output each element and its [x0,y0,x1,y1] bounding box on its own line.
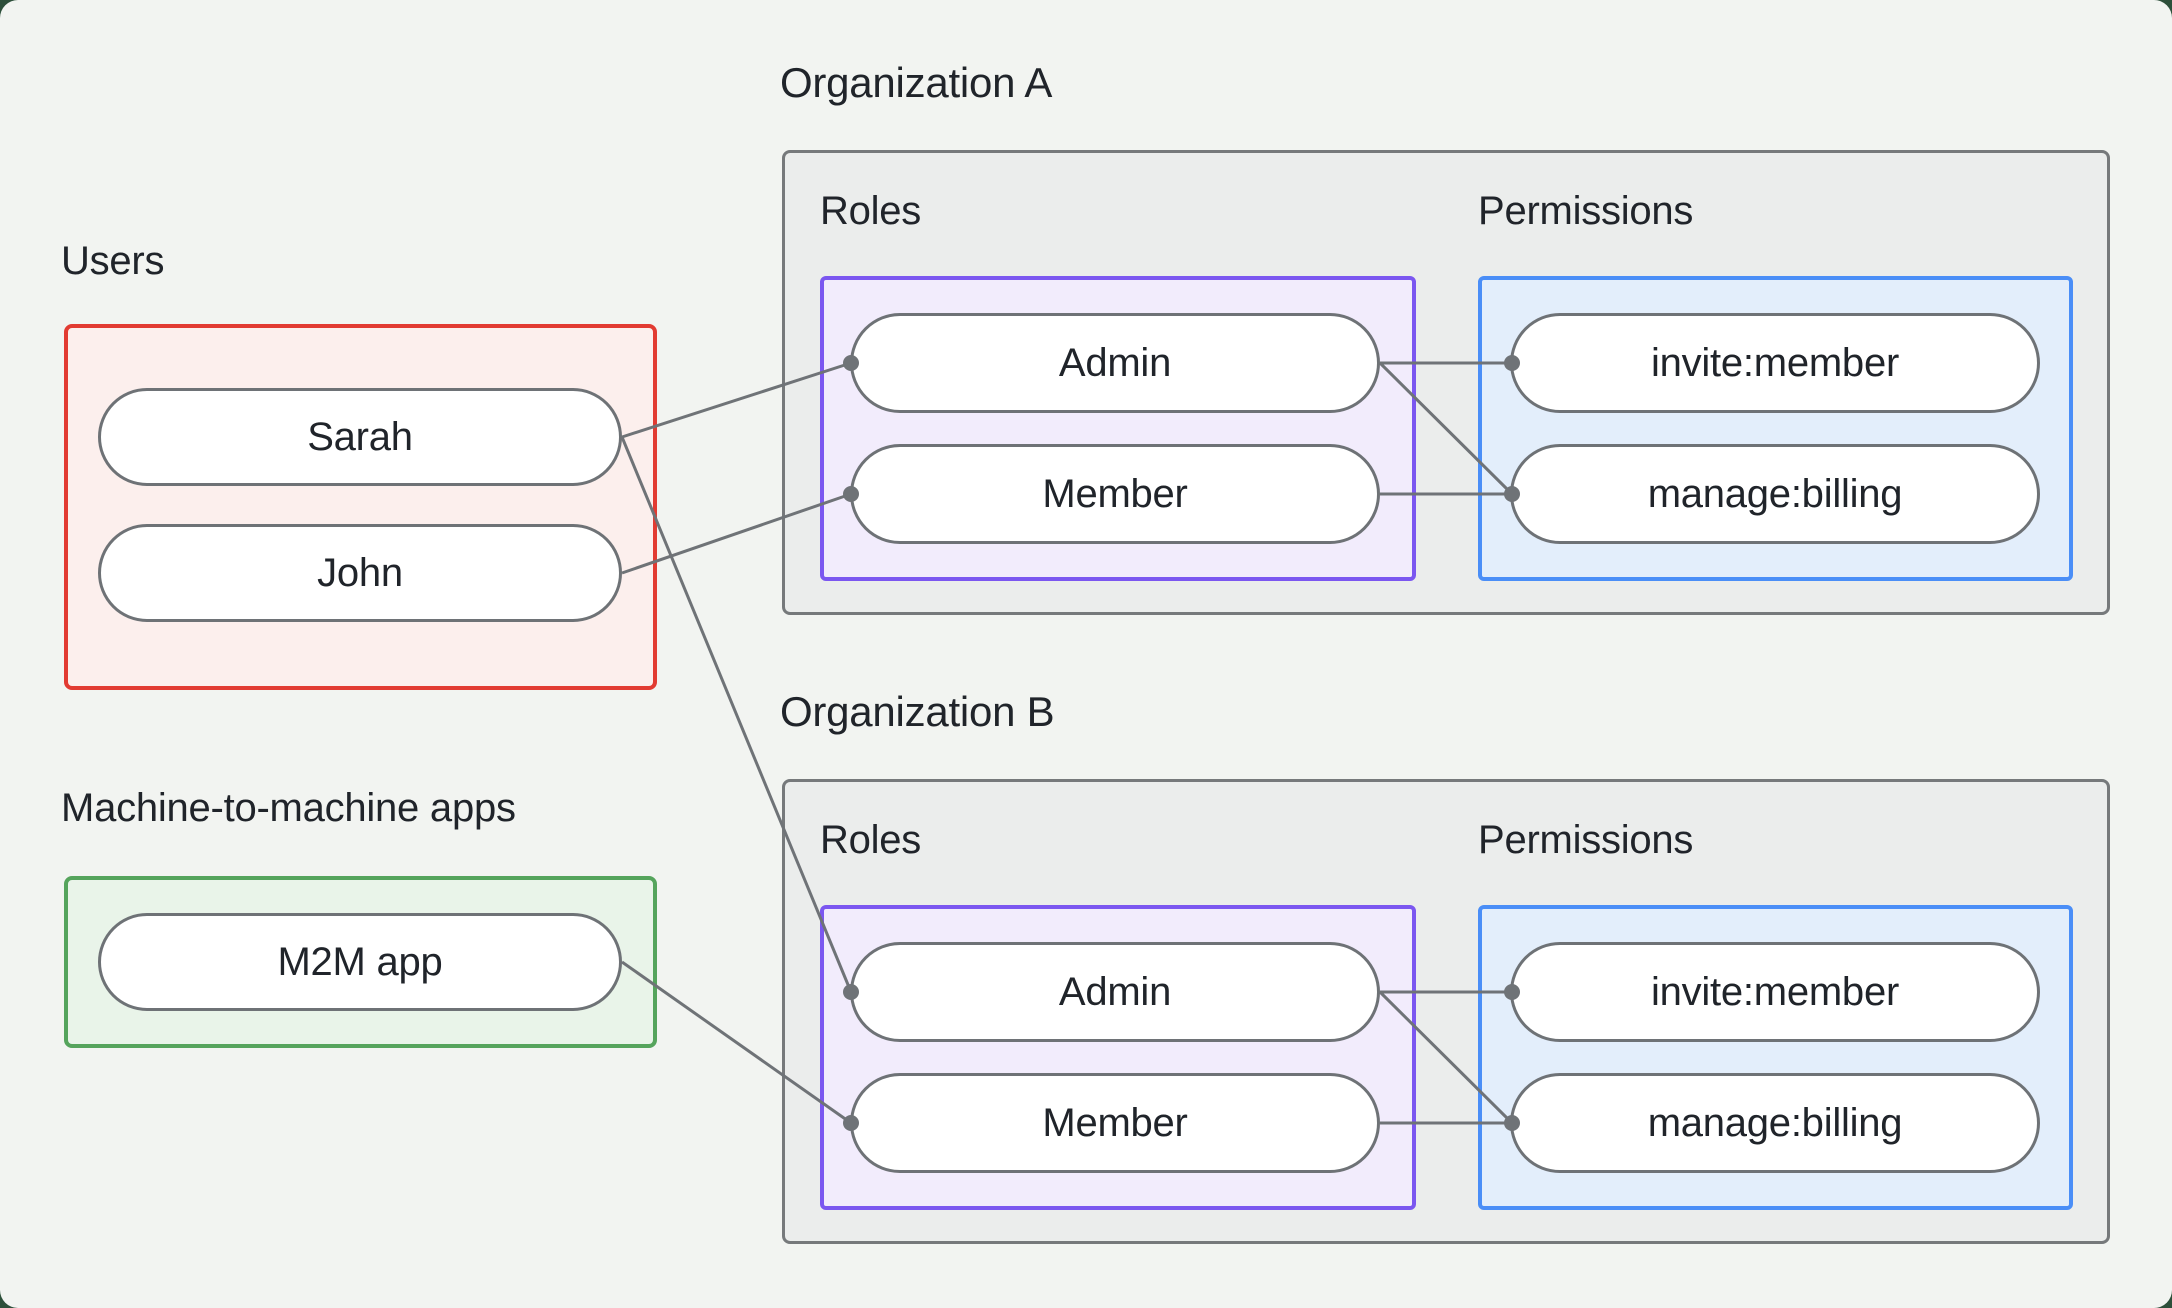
org-a-roles-label: Roles [820,189,922,233]
m2m-section-label: Machine-to-machine apps [61,786,516,830]
user-node-sarah[interactable]: Sarah [98,388,622,486]
m2m-app-node[interactable]: M2M app [98,913,622,1011]
role-node-label: Admin [1058,969,1172,1014]
org-a-permission-manage-billing[interactable]: manage:billing [1510,444,2040,544]
permission-node-label: invite:member [1650,340,1900,385]
permission-node-label: invite:member [1650,969,1900,1014]
org-b-role-member[interactable]: Member [850,1073,1380,1173]
org-a-role-member[interactable]: Member [850,444,1380,544]
permission-node-label: manage:billing [1647,471,1903,516]
role-node-label: Admin [1058,340,1172,385]
org-a-permission-invite-member[interactable]: invite:member [1510,313,2040,413]
user-node-label: John [317,550,403,595]
org-b-permission-manage-billing[interactable]: manage:billing [1510,1073,2040,1173]
org-b-permission-invite-member[interactable]: invite:member [1510,942,2040,1042]
role-node-label: Member [1042,1100,1188,1145]
role-node-label: Member [1042,471,1188,516]
users-section-label: Users [61,239,165,283]
org-a-role-admin[interactable]: Admin [850,313,1380,413]
org-b-roles-label: Roles [820,818,922,862]
org-a-permissions-label: Permissions [1478,189,1694,233]
user-node-label: Sarah [307,414,413,459]
org-b-title: Organization B [780,688,1055,735]
org-b-permissions-label: Permissions [1478,818,1694,862]
org-b-role-admin[interactable]: Admin [850,942,1380,1042]
permission-node-label: manage:billing [1647,1100,1903,1145]
org-a-title: Organization A [780,59,1053,106]
m2m-node-label: M2M app [277,939,443,984]
user-node-john[interactable]: John [98,524,622,622]
users-group-box [64,324,657,690]
